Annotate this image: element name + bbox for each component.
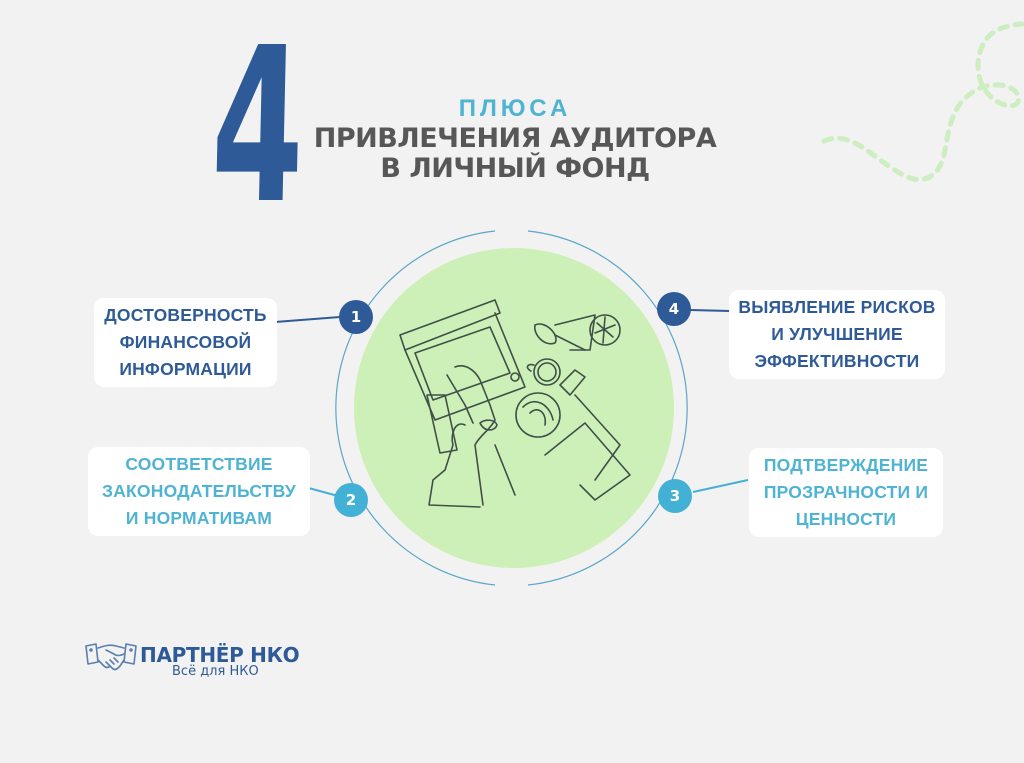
benefit-2-line-1: СООТВЕТСТВИЕ bbox=[125, 454, 273, 474]
benefit-4-line-1: ВЫЯВЛЕНИЕ РИСКОВ bbox=[738, 297, 936, 317]
benefit-badge-2: 2 bbox=[334, 483, 368, 517]
title-kicker: ПЛЮСА bbox=[458, 95, 572, 122]
decorative-dashed-line-icon bbox=[821, 21, 1024, 182]
benefit-3-line-1: ПОДТВЕРЖДЕНИЕ bbox=[763, 455, 929, 475]
benefit-2-line-3: И НОРМАТИВАМ bbox=[125, 508, 273, 528]
benefit-4-line-2: И УЛУЧШЕНИЕ bbox=[771, 324, 903, 344]
workspace-line-art-icon bbox=[399, 299, 631, 508]
benefit-1-line-3: ИНФОРМАЦИИ bbox=[119, 359, 252, 379]
benefit-badge-3: 3 bbox=[658, 479, 692, 513]
handshake-icon bbox=[85, 643, 137, 671]
benefit-3-line-2: ПРОЗРАЧНОСТИ И bbox=[763, 482, 929, 502]
benefit-4-line-3: ЭФФЕКТИВНОСТИ bbox=[754, 351, 920, 371]
benefit-1-line-1: ДОСТОВЕРНОСТЬ bbox=[104, 305, 267, 325]
benefit-badge-4: 4 bbox=[657, 292, 691, 326]
benefit-label-3: ПОДТВЕРЖДЕНИЕ ПРОЗРАЧНОСТИ И ЦЕННОСТИ bbox=[749, 448, 943, 537]
benefit-2-line-2: ЗАКОНОДАТЕЛЬСТВУ bbox=[102, 481, 296, 501]
title-block: ПЛЮСА ПРИВЛЕЧЕНИЯ АУДИТОРА В ЛИЧНЫЙ ФОНД bbox=[300, 94, 730, 184]
benefit-label-1: ДОСТОВЕРНОСТЬ ФИНАНСОВОЙ ИНФОРМАЦИИ bbox=[94, 298, 277, 387]
logo-tagline: Всё для НКО bbox=[172, 664, 259, 679]
title-line-2: В ЛИЧНЫЙ ФОНД bbox=[380, 153, 650, 184]
benefit-3-line-3: ЦЕННОСТИ bbox=[795, 509, 897, 529]
title-line-1: ПРИВЛЕЧЕНИЯ АУДИТОРА bbox=[313, 123, 717, 154]
benefit-label-4: ВЫЯВЛЕНИЕ РИСКОВ И УЛУЧШЕНИЕ ЭФФЕКТИВНОС… bbox=[729, 290, 945, 379]
benefit-badge-1: 1 bbox=[339, 300, 373, 334]
benefit-label-2: СООТВЕТСТВИЕ ЗАКОНОДАТЕЛЬСТВУ И НОРМАТИВ… bbox=[88, 447, 310, 536]
logo-name: ПАРТНЁР НКО bbox=[140, 643, 300, 667]
benefit-1-line-2: ФИНАНСОВОЙ bbox=[119, 332, 252, 352]
